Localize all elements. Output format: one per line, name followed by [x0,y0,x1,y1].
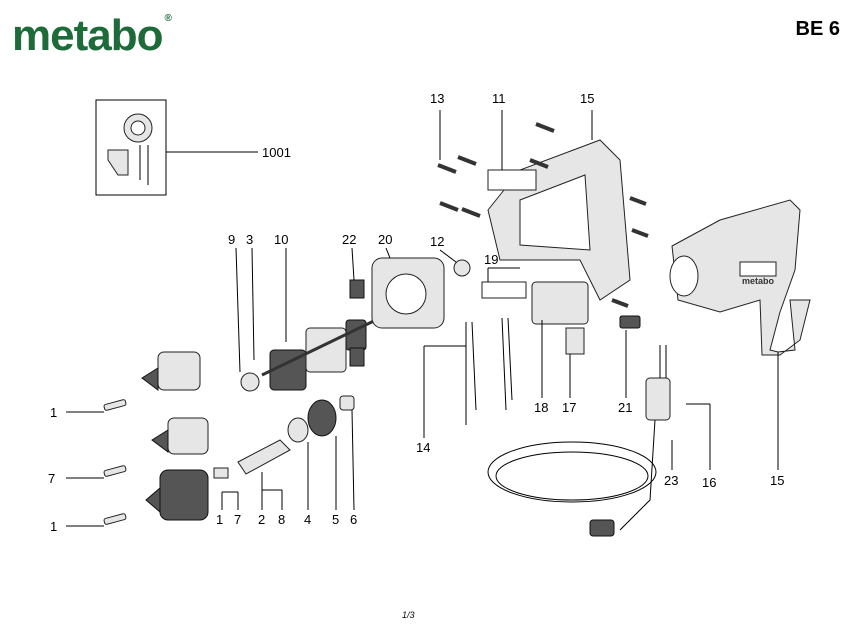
callout-14: 14 [416,440,430,455]
callout-12: 12 [430,234,444,249]
assembled-drill-15 [669,199,811,356]
callout-19: 19 [484,252,498,267]
inset-detail-1001 [95,99,258,196]
callout-13: 13 [430,91,444,106]
housing-half-11 [487,139,631,301]
callout-9: 9 [228,232,235,247]
callout-16: 16 [702,475,716,490]
callout-11: 11 [492,91,506,106]
registered-mark: ® [164,13,171,24]
callout-22: 22 [342,232,356,247]
callout-20: 20 [378,232,392,247]
callout-3: 3 [246,232,253,247]
callout-1-row: 1 [216,512,223,527]
drill-chuck-top [141,351,201,391]
product-badge: metabo [742,276,775,286]
stator-20 [349,257,471,367]
power-cord-23 [487,345,671,537]
cable-leads-14 [465,317,513,425]
leader-lines [221,110,779,511]
page-number: 1/3 [402,610,415,620]
brand-name: metabo [12,11,163,60]
callout-23: 23 [664,473,678,488]
switch-18 [481,281,641,355]
callout-1001: 1001 [262,145,291,160]
drill-chuck-middle [151,417,209,455]
brand-logo: metabo® [12,11,172,60]
callout-1-bottom: 1 [50,519,57,534]
callout-8: 8 [278,512,285,527]
callout-17: 17 [562,400,576,415]
callout-15-bottom: 15 [770,473,784,488]
armature-10 [240,316,381,392]
spindle-parts [213,395,355,479]
callout-18: 18 [534,400,548,415]
callout-1-top: 1 [50,405,57,420]
keyless-chuck-bottom [145,469,209,521]
callout-10: 10 [274,232,288,247]
callout-2: 2 [258,512,265,527]
callout-21: 21 [618,400,632,415]
callout-6: 6 [350,512,357,527]
housing-screws-13 [437,122,649,308]
callout-7-left: 7 [48,471,55,486]
callout-15-top: 15 [580,91,594,106]
callout-4: 4 [304,512,311,527]
callout-7-row: 7 [234,512,241,527]
chuck-screws [66,399,127,527]
callout-5: 5 [332,512,339,527]
model-title: BE 6 [795,18,840,40]
